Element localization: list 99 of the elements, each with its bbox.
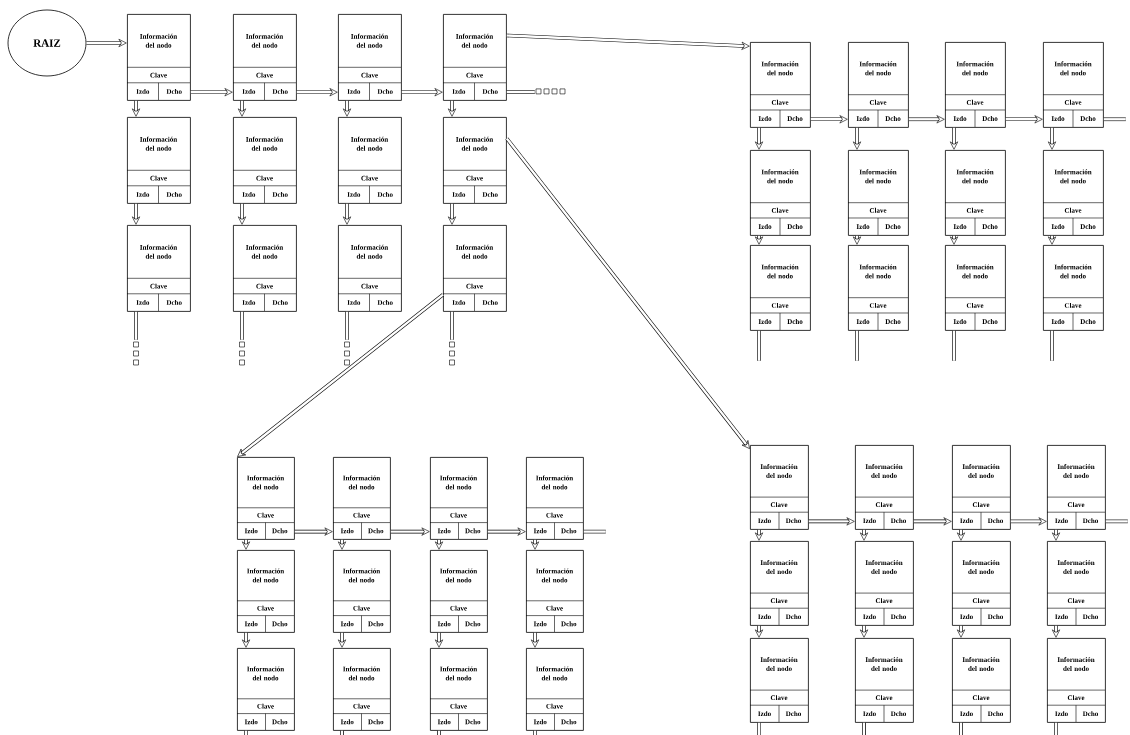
hollow-arrow bbox=[754, 529, 764, 541]
hollow-arrow bbox=[505, 137, 750, 449]
list-node bbox=[429, 648, 488, 731]
hollow-arrow bbox=[131, 203, 141, 225]
hollow-arrow bbox=[1047, 127, 1057, 150]
list-node bbox=[847, 42, 909, 128]
list-node bbox=[1046, 541, 1106, 626]
hollow-arrow bbox=[506, 33, 750, 50]
list-node bbox=[944, 42, 1006, 128]
hollow-arrow bbox=[447, 203, 457, 225]
hollow-arrow bbox=[237, 100, 247, 117]
hollow-arrow bbox=[86, 38, 127, 48]
list-node bbox=[951, 541, 1011, 626]
hollow-arrow bbox=[852, 127, 862, 150]
hollow-arrow bbox=[237, 203, 247, 225]
hollow-arrow bbox=[390, 527, 430, 536]
hollow-arrow bbox=[908, 115, 945, 124]
list-node bbox=[232, 117, 297, 204]
hollow-arrow bbox=[949, 127, 959, 150]
list-node bbox=[749, 42, 811, 128]
list-node bbox=[525, 457, 584, 540]
list-node bbox=[442, 14, 507, 101]
hollow-arrow bbox=[1005, 115, 1043, 124]
hollow-arrow bbox=[1051, 529, 1061, 541]
list-node bbox=[337, 117, 402, 204]
list-node bbox=[332, 648, 391, 731]
list-node bbox=[944, 245, 1006, 331]
list-node bbox=[854, 541, 914, 626]
list-node bbox=[429, 550, 488, 633]
hollow-arrow bbox=[337, 632, 347, 648]
hollow-arrow bbox=[447, 100, 457, 117]
list-node bbox=[1042, 245, 1104, 331]
hollow-arrow bbox=[949, 235, 959, 245]
list-node bbox=[847, 245, 909, 331]
hollow-arrow bbox=[237, 293, 445, 457]
hollow-arrow bbox=[294, 527, 333, 536]
hollow-arrow bbox=[754, 235, 764, 245]
hollow-arrow bbox=[487, 527, 526, 536]
list-node bbox=[749, 445, 809, 530]
hollow-arrow bbox=[342, 203, 352, 225]
hollow-arrow bbox=[190, 88, 233, 97]
list-node bbox=[944, 150, 1006, 236]
list-node bbox=[847, 150, 909, 236]
hollow-arrow bbox=[241, 539, 251, 550]
list-node bbox=[232, 14, 297, 101]
list-node bbox=[337, 14, 402, 101]
hollow-arrow bbox=[754, 625, 764, 638]
list-node bbox=[332, 457, 391, 540]
list-node bbox=[442, 117, 507, 204]
list-node bbox=[749, 245, 811, 331]
hollow-arrow bbox=[913, 517, 952, 526]
list-node bbox=[337, 225, 402, 312]
hollow-arrow bbox=[530, 632, 540, 648]
list-node bbox=[749, 541, 809, 626]
hollow-arrow bbox=[296, 88, 338, 97]
list-node bbox=[236, 550, 295, 633]
list-node bbox=[429, 457, 488, 540]
hollow-arrow bbox=[852, 235, 862, 245]
list-node bbox=[525, 550, 584, 633]
hollow-arrow bbox=[342, 100, 352, 117]
list-node bbox=[236, 648, 295, 731]
list-node bbox=[126, 117, 191, 204]
hollow-arrow bbox=[434, 539, 444, 550]
list-node bbox=[749, 638, 809, 723]
list-node bbox=[854, 638, 914, 723]
hollow-arrow bbox=[956, 625, 966, 638]
hollow-arrow bbox=[859, 529, 869, 541]
pointer-stub bbox=[583, 529, 606, 534]
hollow-arrow bbox=[434, 632, 444, 648]
list-node bbox=[951, 638, 1011, 723]
hollow-arrow bbox=[401, 88, 443, 97]
hollow-arrow bbox=[131, 100, 141, 117]
hollow-arrow bbox=[808, 517, 855, 526]
hollow-arrow bbox=[754, 127, 764, 150]
list-node bbox=[1046, 638, 1106, 723]
hollow-arrow bbox=[859, 625, 869, 638]
list-node bbox=[442, 225, 507, 312]
list-node bbox=[951, 445, 1011, 530]
list-node bbox=[332, 550, 391, 633]
list-node bbox=[126, 14, 191, 101]
pointer-stub bbox=[1103, 117, 1126, 122]
hollow-arrow bbox=[241, 632, 251, 648]
hollow-arrow bbox=[1010, 517, 1047, 526]
hollow-arrow bbox=[337, 539, 347, 550]
list-node bbox=[126, 225, 191, 312]
hollow-arrow bbox=[956, 529, 966, 541]
list-node bbox=[1046, 445, 1106, 530]
list-node bbox=[232, 225, 297, 312]
hollow-arrow bbox=[1051, 625, 1061, 638]
list-node bbox=[854, 445, 914, 530]
hollow-arrow bbox=[530, 539, 540, 550]
list-node bbox=[1042, 150, 1104, 236]
list-node bbox=[1042, 42, 1104, 128]
list-node bbox=[236, 457, 295, 540]
pointer-stub bbox=[1105, 519, 1128, 524]
list-node bbox=[749, 150, 811, 236]
list-node bbox=[525, 648, 584, 731]
hollow-arrow bbox=[1047, 235, 1057, 245]
hollow-arrow bbox=[810, 115, 848, 124]
